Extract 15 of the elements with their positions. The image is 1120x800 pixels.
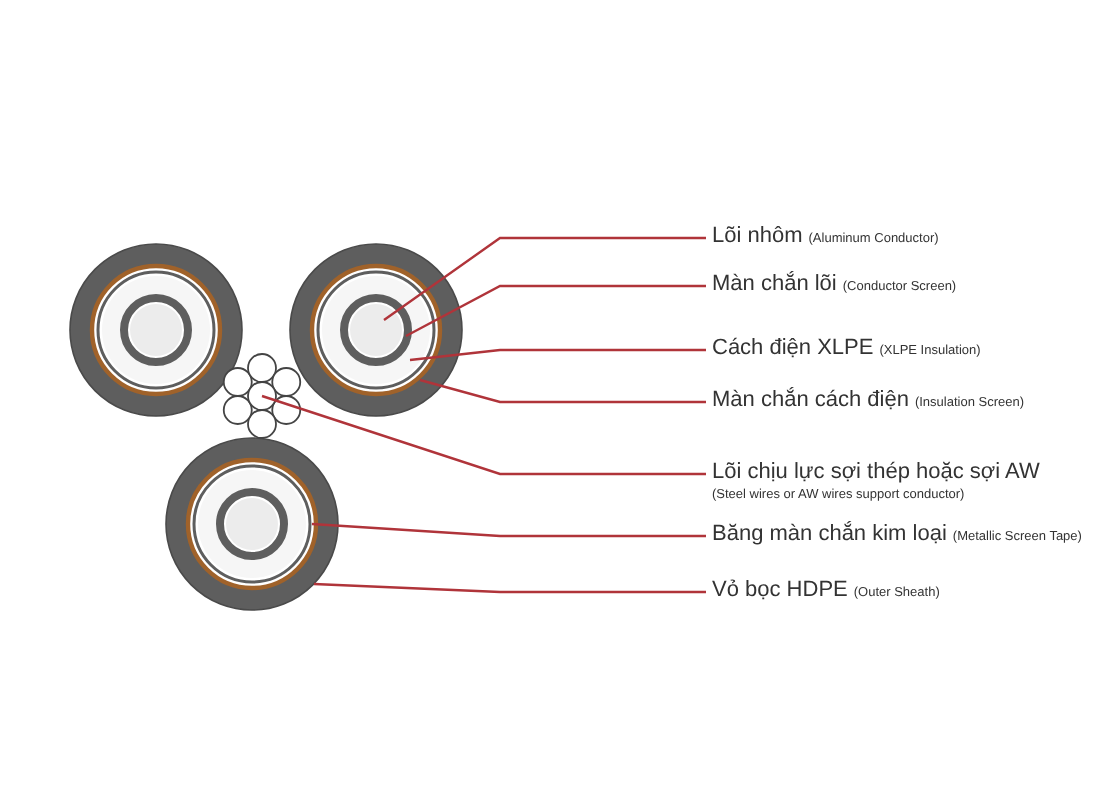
part-label: Lõi chịu lực sợi thép hoặc sợi AW [712, 460, 1040, 484]
leader-line [313, 582, 706, 594]
support-wire [247, 381, 277, 411]
leader-line [311, 522, 706, 538]
part-label: Vỏ bọc HDPE [712, 578, 848, 602]
leader-line [383, 236, 706, 321]
leader-line [261, 394, 706, 476]
part-label: Màn chắn lõi [712, 272, 837, 296]
part-label: Băng màn chắn kim loại [712, 522, 947, 546]
part-label: Cách điện XLPE [712, 336, 874, 360]
leader-line [409, 348, 706, 362]
leader-line [405, 284, 706, 338]
leader-line [419, 378, 706, 404]
part-label: Lõi nhôm [712, 224, 803, 248]
part-label: Màn chắn cách điện [712, 388, 909, 412]
